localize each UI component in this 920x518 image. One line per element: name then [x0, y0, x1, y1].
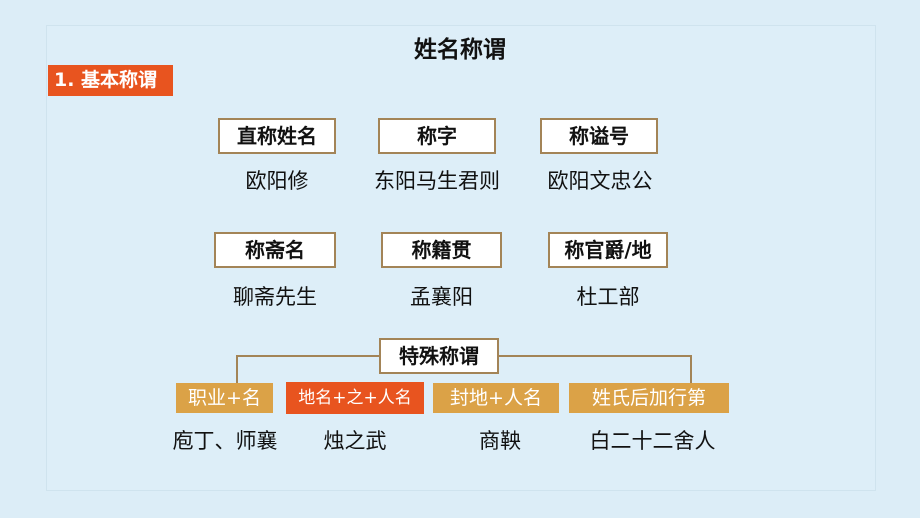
category-box-official-title: 称官爵/地	[548, 232, 668, 268]
page-title: 姓名称谓	[414, 37, 506, 63]
tag-place-zhi-name: 地名+之+人名	[286, 382, 424, 414]
tag-surname-rank: 姓氏后加行第	[569, 383, 729, 413]
category-box-courtesy-name: 称字	[378, 118, 496, 154]
example-posthumous-title: 欧阳文忠公	[547, 169, 653, 193]
section-heading: 1. 基本称谓	[48, 65, 173, 96]
category-box-native-place: 称籍贯	[381, 232, 502, 268]
example-native-place: 孟襄阳	[410, 285, 473, 309]
example-courtesy-name: 东阳马生君则	[374, 169, 500, 193]
example-surname-rank: 白二十二舍人	[589, 429, 716, 453]
example-official-title: 杜工部	[576, 285, 640, 309]
example-occupation-name: 庖丁、师襄	[172, 429, 278, 453]
special-heading-box: 特殊称谓	[379, 338, 499, 374]
connector-right	[690, 355, 692, 384]
category-box-posthumous-title: 称谥号	[540, 118, 658, 154]
tag-fief-name: 封地+人名	[433, 383, 559, 413]
example-place-zhi-name: 烛之武	[323, 429, 387, 453]
example-direct-name: 欧阳修	[245, 169, 309, 193]
tag-occupation-name: 职业+名	[176, 383, 273, 413]
example-studio-name: 聊斋先生	[233, 285, 317, 309]
example-fief-name: 商鞅	[479, 429, 521, 453]
category-box-direct-name: 直称姓名	[218, 118, 336, 154]
connector-left	[236, 355, 238, 384]
category-box-studio-name: 称斋名	[214, 232, 336, 268]
